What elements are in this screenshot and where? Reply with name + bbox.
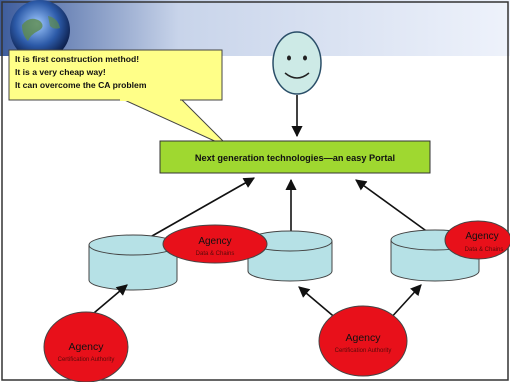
agency-top-right <box>444 220 510 260</box>
globe-icon <box>10 0 70 60</box>
agency-bottom-right-subtitle: Certification Authority <box>335 348 392 354</box>
agency-bottom-left-title: Agency <box>68 341 104 353</box>
agency-top-left-subtitle: Data & Chains <box>196 251 235 257</box>
callout-line-1: It is first construction method! <box>15 54 139 64</box>
agency-top-right-title: Agency <box>465 231 498 242</box>
callout-bubble <box>8 49 231 149</box>
portal-label: Next generation technologies—an easy Por… <box>195 153 395 163</box>
arrow-agency-right-to-db-mid <box>298 286 339 321</box>
agency-top-left-title: Agency <box>198 236 231 247</box>
arrow-db-left-to-portal <box>144 177 255 241</box>
agency-bottom-right <box>318 305 408 377</box>
agency-bottom-left-subtitle: Certification Authority <box>58 357 115 363</box>
user-face-icon <box>272 31 322 95</box>
callout-line-3: It can overcome the CA problem <box>15 80 147 90</box>
database-left <box>88 234 178 291</box>
agency-bottom-left <box>43 311 129 382</box>
portal-box <box>159 140 431 174</box>
agency-top-right-subtitle: Data & Chains <box>465 247 504 253</box>
callout-line-2: It is a very cheap way! <box>15 67 106 77</box>
arrow-agency-right-to-db-right <box>388 284 422 321</box>
arrow-db-right-to-portal <box>355 179 437 239</box>
agency-bottom-right-title: Agency <box>345 332 381 344</box>
agency-top-left <box>162 224 268 264</box>
